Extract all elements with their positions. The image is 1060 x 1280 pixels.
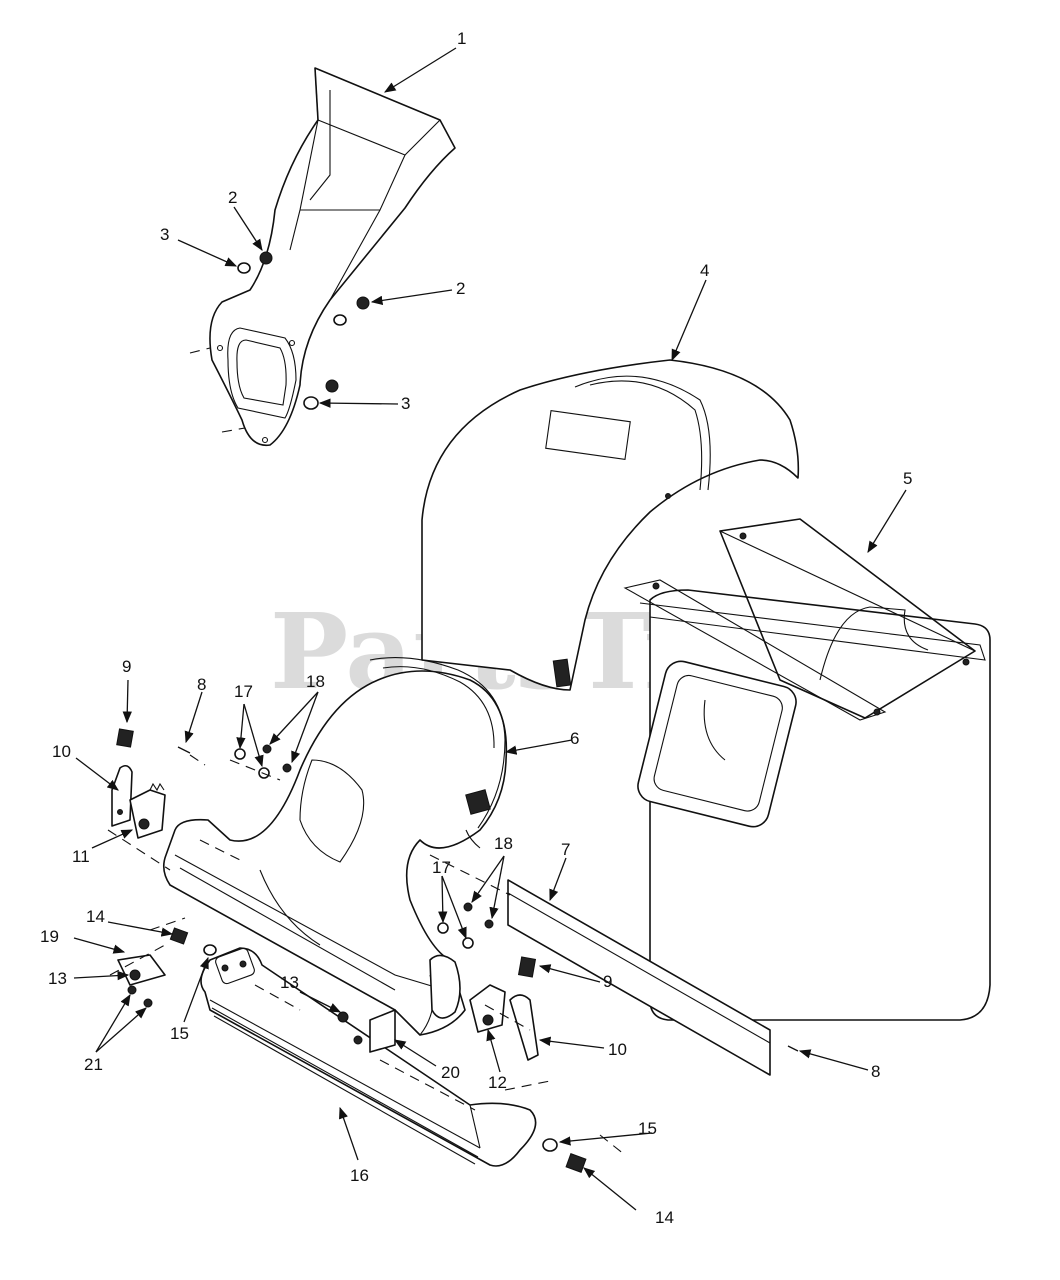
callout-4[interactable]: 4 <box>700 261 709 280</box>
part-impeller-housing[interactable] <box>162 656 508 1036</box>
callout-17[interactable]: 17 <box>432 858 451 877</box>
callout-2[interactable]: 2 <box>228 188 237 207</box>
callout-10[interactable]: 10 <box>52 742 71 761</box>
callout-15[interactable]: 15 <box>170 1024 189 1043</box>
callout-14[interactable]: 14 <box>655 1208 674 1227</box>
callout-15[interactable]: 15 <box>638 1119 657 1138</box>
callout-2[interactable]: 2 <box>456 279 465 298</box>
callout-13[interactable]: 13 <box>48 969 67 988</box>
part-shave-plate[interactable] <box>507 879 771 1076</box>
callout-13[interactable]: 13 <box>280 973 299 992</box>
nut-icon <box>356 296 370 310</box>
callout-labels: 1 2 2 3 3 4 5 6 7 8 8 9 9 10 10 11 12 13… <box>40 29 912 1227</box>
part-blower-housing[interactable] <box>623 518 991 1021</box>
callout-10[interactable]: 10 <box>608 1040 627 1059</box>
callout-1[interactable]: 1 <box>457 29 466 48</box>
callout-12[interactable]: 12 <box>488 1073 507 1092</box>
callout-5[interactable]: 5 <box>903 469 912 488</box>
callout-8[interactable]: 8 <box>871 1062 880 1081</box>
callout-9[interactable]: 9 <box>122 657 131 676</box>
callout-20[interactable]: 20 <box>441 1063 460 1082</box>
washer-icon <box>237 262 251 274</box>
callout-6[interactable]: 6 <box>570 729 579 748</box>
callout-11[interactable]: 11 <box>72 847 90 866</box>
part-discharge-chute[interactable] <box>209 67 456 447</box>
leader-lines <box>73 47 907 1211</box>
washer-icon <box>333 314 347 326</box>
callout-21[interactable]: 21 <box>84 1055 103 1074</box>
callout-18[interactable]: 18 <box>494 834 513 853</box>
callout-9[interactable]: 9 <box>603 972 612 991</box>
washer-icon <box>303 396 319 410</box>
callout-7[interactable]: 7 <box>561 840 570 859</box>
callout-16[interactable]: 16 <box>350 1166 369 1185</box>
part-scraper-bar[interactable] <box>200 947 537 1167</box>
callout-18[interactable]: 18 <box>306 672 325 691</box>
callout-3[interactable]: 3 <box>401 394 410 413</box>
hardware-parts <box>111 251 799 1173</box>
callout-17[interactable]: 17 <box>234 682 253 701</box>
part-blower-hood[interactable] <box>421 359 800 691</box>
nut-icon <box>259 251 273 265</box>
callout-19[interactable]: 19 <box>40 927 59 946</box>
callout-14[interactable]: 14 <box>86 907 105 926</box>
callout-3[interactable]: 3 <box>160 225 169 244</box>
nut-icon <box>325 379 339 393</box>
callout-8[interactable]: 8 <box>197 675 206 694</box>
assembly-lines <box>107 347 626 1156</box>
